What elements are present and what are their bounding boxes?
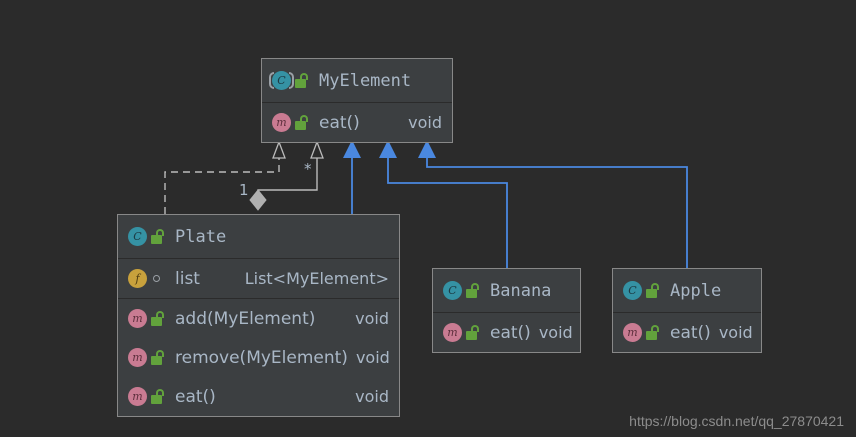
uml-node-plate[interactable]: C Plate f list List<MyElement> m <box>117 214 400 417</box>
multiplicity-source-one: 1 <box>239 181 249 199</box>
member-row[interactable]: m eat() void <box>613 313 761 352</box>
unlock-icon <box>151 310 166 327</box>
unlock-icon <box>151 228 166 245</box>
apple-title-row[interactable]: C Apple <box>613 269 761 312</box>
edge-inheritance-apple-myelement <box>418 140 688 268</box>
member-type: List<MyElement> <box>244 269 389 288</box>
member-row[interactable]: m eat() void <box>433 313 580 352</box>
unlock-icon <box>151 349 166 366</box>
edge-aggregation-plate-myelement <box>249 140 324 211</box>
member-row[interactable]: m eat() void <box>118 377 399 416</box>
unlock-icon <box>295 72 310 89</box>
member-name: eat() <box>319 112 360 133</box>
apple-header-section: C Apple <box>613 269 761 312</box>
member-name: eat() <box>490 322 531 343</box>
watermark-text: https://blog.csdn.net/qq_27870421 <box>629 413 844 429</box>
unlock-icon <box>646 324 661 341</box>
member-row[interactable]: m eat() void <box>262 103 452 142</box>
method-icon: m <box>272 113 291 132</box>
member-type: void <box>408 113 442 132</box>
member-name: add(MyElement) <box>175 308 316 329</box>
field-icon: f <box>128 269 147 288</box>
member-type: void <box>355 348 390 367</box>
package-private-icon <box>151 270 166 287</box>
plate-fields-section: f list List<MyElement> <box>118 258 399 298</box>
uml-node-myelement[interactable]: C MyElement m eat() void <box>261 58 453 143</box>
method-icon: m <box>623 323 642 342</box>
member-row[interactable]: m remove(MyElement) void <box>118 338 399 377</box>
member-type: void <box>538 323 573 342</box>
multiplicity-target-star: * <box>304 160 312 178</box>
method-icon: m <box>443 323 462 342</box>
member-name: eat() <box>175 386 216 407</box>
plate-title-row[interactable]: C Plate <box>118 215 399 258</box>
plate-methods-section: m add(MyElement) void m remove(MyElement… <box>118 298 399 416</box>
apple-name: Apple <box>670 280 722 301</box>
uml-node-banana[interactable]: C Banana m eat() void <box>432 268 581 353</box>
unlock-icon <box>466 324 481 341</box>
unlock-icon <box>646 282 661 299</box>
interface-icon: C <box>269 71 294 90</box>
myelement-title-row[interactable]: C MyElement <box>262 59 452 102</box>
unlock-icon <box>151 388 166 405</box>
myelement-name: MyElement <box>319 70 412 91</box>
myelement-methods-section: m eat() void <box>262 102 452 142</box>
class-icon: C <box>623 281 642 300</box>
unlock-icon <box>466 282 481 299</box>
member-row[interactable]: f list List<MyElement> <box>118 259 399 298</box>
banana-header-section: C Banana <box>433 269 580 312</box>
member-row[interactable]: m add(MyElement) void <box>118 299 399 338</box>
plate-name: Plate <box>175 226 227 247</box>
uml-node-apple[interactable]: C Apple m eat() void <box>612 268 762 353</box>
edge-realization-plate-myelement <box>164 140 286 214</box>
member-type: void <box>355 387 389 406</box>
banana-methods-section: m eat() void <box>433 312 580 352</box>
method-icon: m <box>128 387 147 406</box>
member-type: void <box>355 309 389 328</box>
member-type: void <box>718 323 753 342</box>
apple-methods-section: m eat() void <box>613 312 761 352</box>
class-icon: C <box>128 227 147 246</box>
edge-inheritance-plate-myelement <box>343 140 361 214</box>
member-name: list <box>175 268 200 289</box>
unlock-icon <box>295 114 310 131</box>
member-name: remove(MyElement) <box>175 347 348 368</box>
plate-header-section: C Plate <box>118 215 399 258</box>
myelement-header-section: C MyElement <box>262 59 452 102</box>
banana-title-row[interactable]: C Banana <box>433 269 580 312</box>
method-icon: m <box>128 348 147 367</box>
method-icon: m <box>128 309 147 328</box>
class-icon: C <box>443 281 462 300</box>
banana-name: Banana <box>490 280 552 301</box>
member-name: eat() <box>670 322 711 343</box>
